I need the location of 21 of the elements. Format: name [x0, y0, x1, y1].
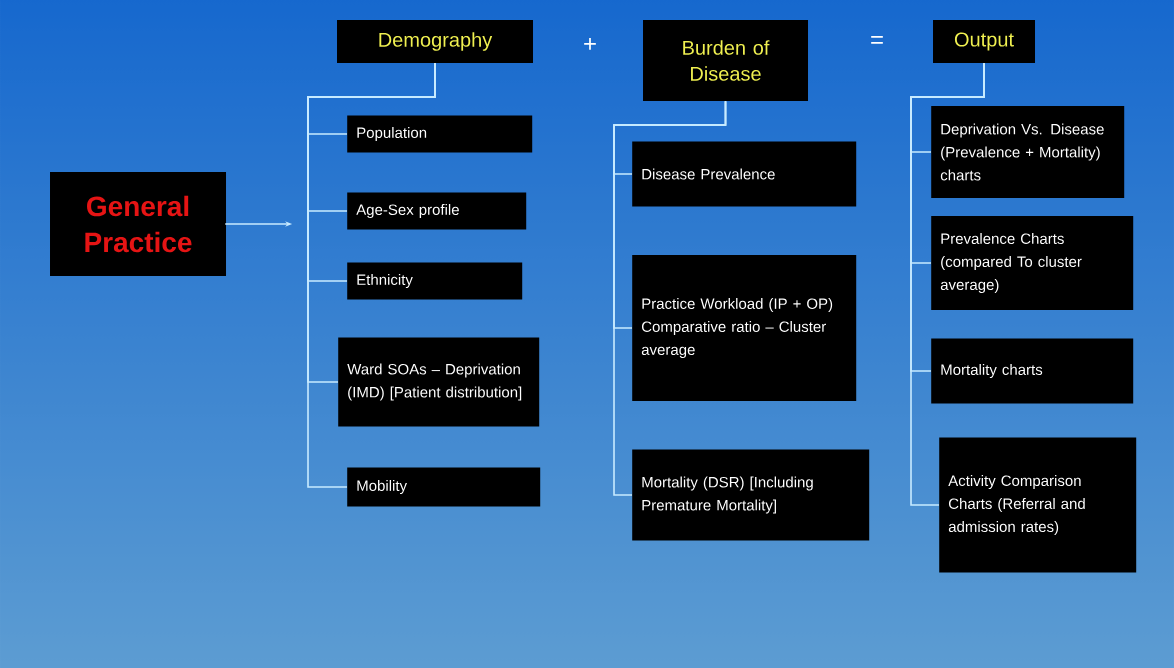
bracket-line: [613, 100, 727, 496]
heading-box: Output: [933, 20, 1035, 63]
info-box: Ward SOAs – Deprivation (IMD) [Patient distribution]: [338, 337, 540, 427]
bracket-line: [910, 62, 985, 506]
title-box: General Practice: [50, 172, 226, 276]
info-box: Mobility: [347, 467, 541, 507]
info-box: Disease Prevalence: [632, 141, 857, 207]
info-box: Mortality (DSR) [Including Premature Mortality]: [632, 449, 870, 541]
operator-sign: +: [584, 38, 596, 50]
info-box: Population: [347, 115, 533, 153]
info-box: Age-Sex profile: [347, 192, 527, 230]
heading-box: Burden of Disease: [643, 20, 808, 101]
info-box: Practice Workload (IP + OP) Comparative ratio – Cluster average: [632, 255, 857, 401]
info-box: Activity Comparison Charts (Referral and admission rates): [939, 437, 1137, 573]
heading-box: Demography: [337, 20, 533, 63]
info-box: Ethnicity: [347, 262, 523, 300]
info-box: Deprivation Vs. Disease (Prevalence + Mortality) charts: [931, 106, 1125, 198]
operator-sign: =: [871, 36, 883, 44]
info-box: Mortality charts: [931, 338, 1134, 404]
bracket-line: [307, 62, 436, 488]
info-box: Prevalence Charts (compared To cluster average): [931, 216, 1134, 310]
